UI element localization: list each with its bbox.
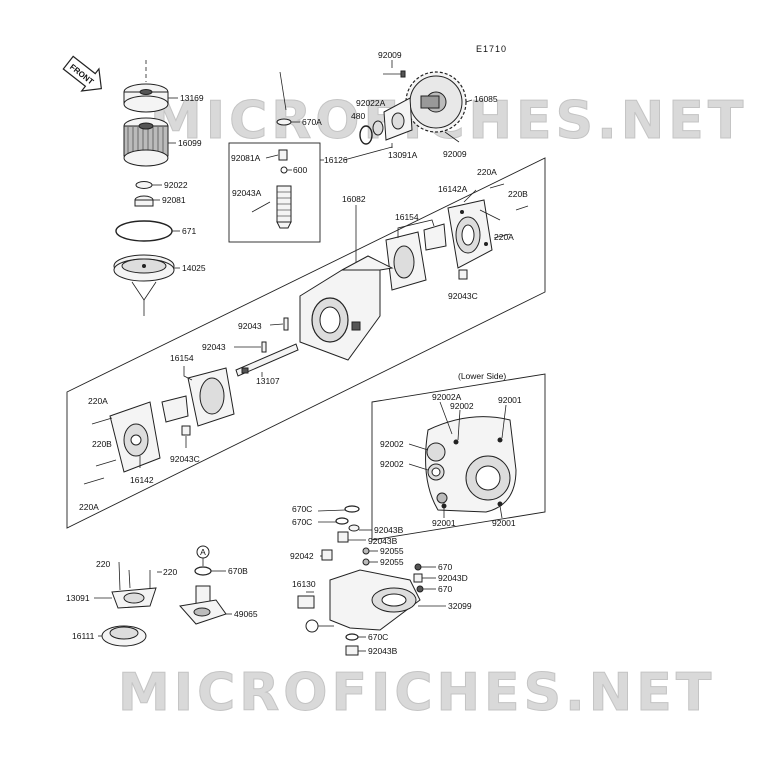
callout-92055-a: 92055 <box>380 546 404 556</box>
bottom-left-parts <box>94 545 232 647</box>
callout-92009-top: 92009 <box>378 50 402 60</box>
callout-671: 671 <box>182 226 196 236</box>
reference-marker-a-pipe: A <box>200 547 206 557</box>
callout-670-b: 670 <box>438 584 452 594</box>
callout-92001-c: 92001 <box>492 518 516 528</box>
callout-670B: 670B <box>228 566 248 576</box>
lower-side-inset-box <box>371 373 546 541</box>
callout-220A-left-top: 220A <box>88 396 108 406</box>
diagram-code: E1710 <box>476 44 507 54</box>
callout-92043D: 92043D <box>438 573 468 583</box>
watermark-bottom: MICROFICHES.NET <box>118 663 715 723</box>
callout-92001-a: 92001 <box>498 395 522 405</box>
relief-valve-group <box>228 71 324 243</box>
callout-13169: 13169 <box>180 93 204 103</box>
callout-16126: 16126 <box>324 155 348 165</box>
callout-16142: 16142 <box>130 475 154 485</box>
callout-92043B-a: 92043B <box>374 525 404 535</box>
callout-220A-top: 220A <box>477 167 497 177</box>
callout-670C-a: 670C <box>292 504 312 514</box>
lower-side-label: (Lower Side) <box>458 371 506 381</box>
callout-220B-top: 220B <box>508 189 528 199</box>
callout-92042: 92042 <box>290 551 314 561</box>
pump-gear-group <box>343 60 473 161</box>
callout-92002-b: 92002 <box>380 439 404 449</box>
callout-16142A: 16142A <box>438 184 468 194</box>
callout-13091A: 13091A <box>388 150 418 160</box>
callout-92055-b: 92055 <box>380 557 404 567</box>
oil-filter-stack <box>113 60 180 316</box>
callout-220A-right: 220A <box>494 232 514 242</box>
callout-92001-b: 92001 <box>432 518 456 528</box>
callout-670: 670 <box>438 562 452 572</box>
callout-16154-top: 16154 <box>395 212 419 222</box>
callout-16154-left: 16154 <box>170 353 194 363</box>
callout-220A-left-bottom: 220A <box>79 502 99 512</box>
oil-manifold <box>297 505 446 656</box>
callout-600: 600 <box>293 165 307 175</box>
callout-32099: 32099 <box>448 601 472 611</box>
callout-92002-a: 92002 <box>450 401 474 411</box>
callout-220-b: 220 <box>163 567 177 577</box>
callout-480: 480 <box>351 111 365 121</box>
callout-92002-c: 92002 <box>380 459 404 469</box>
pump-body <box>235 255 394 377</box>
callout-16099: 16099 <box>178 138 202 148</box>
callout-16111: 16111 <box>72 631 95 641</box>
callout-92022: 92022 <box>164 180 188 190</box>
callout-13107: 13107 <box>256 376 280 386</box>
callout-670C-b: 670C <box>292 517 312 527</box>
callout-92043C-left: 92043C <box>170 454 200 464</box>
front-arrow-icon: FRONT <box>62 55 103 92</box>
oil-pump-assembly-box <box>66 157 546 529</box>
callout-92022A: 92022A <box>356 98 386 108</box>
callout-92081A: 92081A <box>231 153 261 163</box>
callout-92043B-c: 92043B <box>368 646 398 656</box>
callout-14025: 14025 <box>182 263 206 273</box>
pump-right-cover <box>447 183 529 280</box>
callout-92043A: 92043A <box>232 188 262 198</box>
callout-92043-b: 92043 <box>202 342 226 352</box>
callout-49065: 49065 <box>234 609 258 619</box>
callout-13091: 13091 <box>66 593 90 603</box>
callout-92002A: 92002A <box>432 392 462 402</box>
lower-side-housing <box>408 401 517 519</box>
pump-left-cover <box>83 401 191 485</box>
callout-670C-c: 670C <box>368 632 388 642</box>
pump-rotor-left <box>161 366 235 427</box>
callout-16085: 16085 <box>474 94 498 104</box>
callout-92043-a: 92043 <box>238 321 262 331</box>
callout-16130: 16130 <box>292 579 316 589</box>
callout-92081: 92081 <box>162 195 186 205</box>
callout-670A: 670A <box>302 117 322 127</box>
pump-rotor-right <box>385 219 447 291</box>
callout-92043B-b: 92043B <box>368 536 398 546</box>
callout-220-a: 220 <box>96 559 110 569</box>
callout-92009-bottom: 92009 <box>443 149 467 159</box>
callout-92043C-top: 92043C <box>448 291 478 301</box>
callout-220B-left: 220B <box>92 439 112 449</box>
callout-16082: 16082 <box>342 194 366 204</box>
